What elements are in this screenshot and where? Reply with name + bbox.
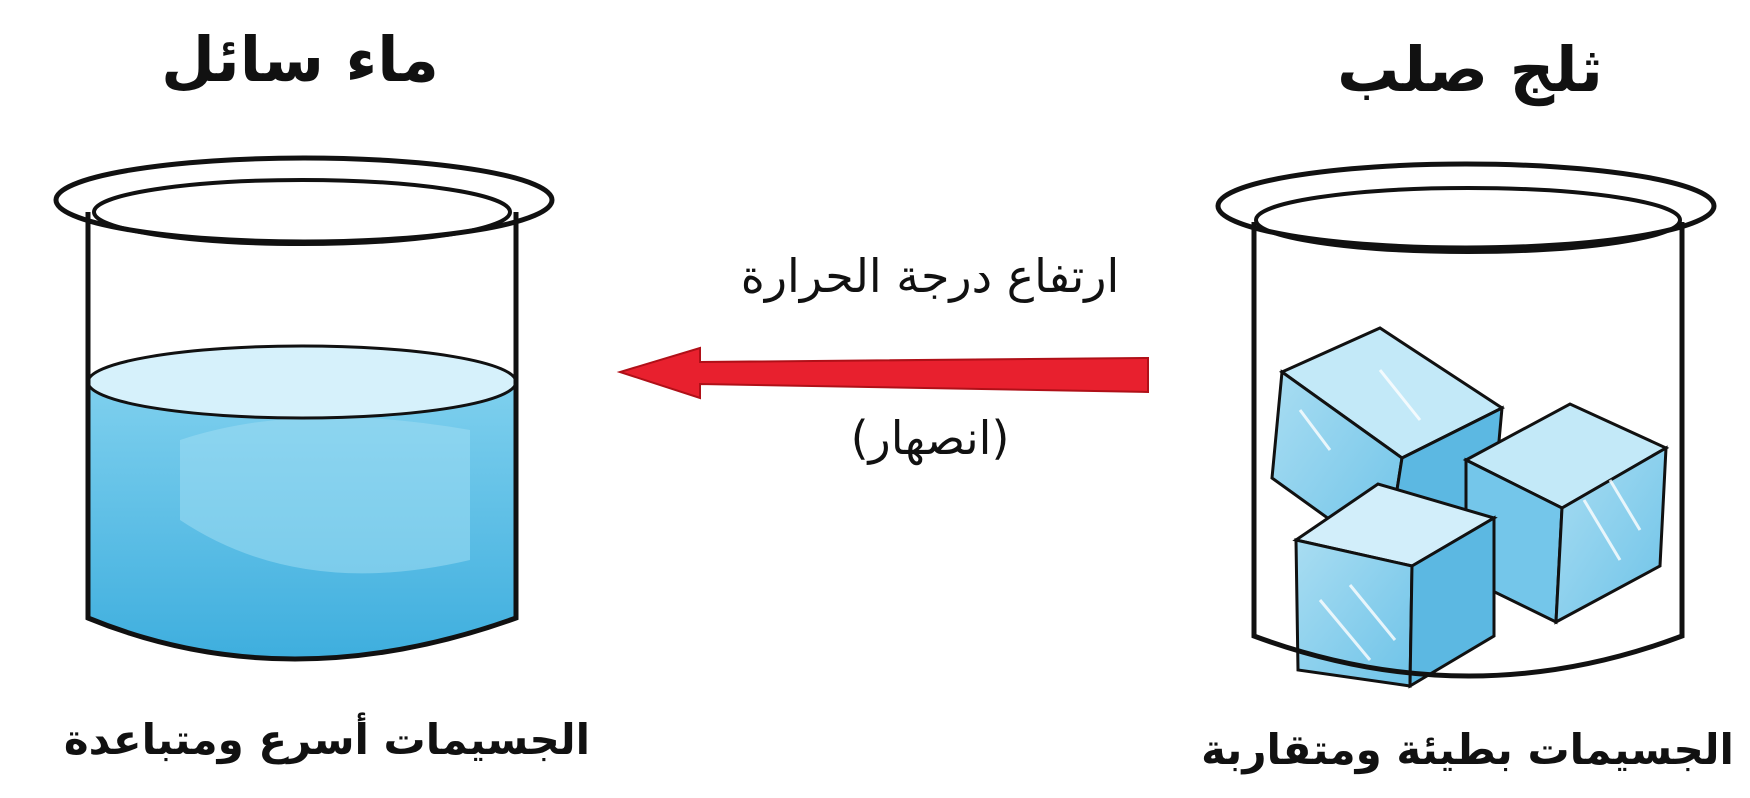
water-surface: [88, 346, 516, 418]
beaker-inner-rim: [1256, 188, 1680, 252]
solid-particles-caption: الجسيمات بطيئة ومتقاربة: [1190, 722, 1745, 778]
liquid-particles-caption: الجسيمات أسرع ومتباعدة: [70, 712, 590, 768]
liquid-water-beaker: [56, 158, 552, 659]
liquid-water-title: ماء سائل: [150, 22, 450, 98]
beaker-inner-rim: [94, 180, 510, 244]
temperature-rise-label: ارتفاع درجة الحرارة: [690, 246, 1170, 306]
solid-ice-title: ثلج صلب: [1320, 32, 1620, 108]
melting-label: (انصهار): [760, 408, 1100, 468]
beaker-lip: [1218, 164, 1714, 248]
arrow-left-icon: [620, 348, 1148, 398]
solid-ice-beaker: [1218, 164, 1714, 686]
